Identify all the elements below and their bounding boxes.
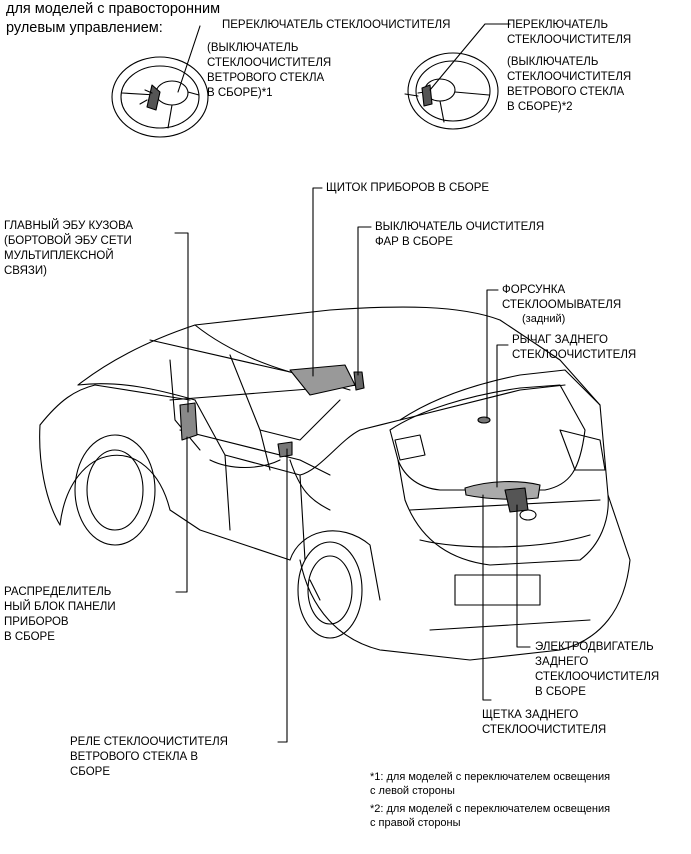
label-washer-nozzle-note: (задний) <box>522 313 566 325</box>
header-text: для моделей с правосторонним рулевым упр… <box>6 1 221 36</box>
wheel-left-title: ПЕРЕКЛЮЧАТЕЛЬ СТЕКЛООЧИСТИТЕЛЯ <box>222 19 451 31</box>
car-body <box>39 306 631 661</box>
label-washer-nozzle: ФОРСУНКА СТЕКЛООМЫВАТЕЛЯ <box>502 284 622 311</box>
steering-wheel-left <box>111 56 209 138</box>
wheel-right-title: ПЕРЕКЛЮЧАТЕЛЬ СТЕКЛООЧИСТИТЕЛЯ <box>507 19 632 46</box>
label-rear-wiper-motor: ЭЛЕКТРОДВИГАТЕЛЬ ЗАДНЕГО СТЕКЛООЧИСТИТЕЛ… <box>535 641 660 698</box>
label-instrument-panel: ЩИТОК ПРИБОРОВ В СБОРЕ <box>326 182 490 194</box>
steering-wheel-right <box>404 52 499 130</box>
label-junction-block: РАСПРЕДЕЛИТЕЛЬ НЫЙ БЛОК ПАНЕЛИ ПРИБОРОВ … <box>4 586 116 643</box>
wheel-left-sub: (ВЫКЛЮЧАТЕЛЬ СТЕКЛООЧИСТИТЕЛЯ ВЕТРОВОГО … <box>207 42 332 99</box>
components <box>179 364 541 513</box>
footnote-2: *2: для моделей с переключателем освещен… <box>370 803 611 829</box>
label-headlamp-cleaner-switch: ВЫКЛЮЧАТЕЛЬ ОЧИСТИТЕЛЯ ФАР В СБОРЕ <box>375 221 545 248</box>
label-main-body-ecu: ГЛАВНЫЙ ЭБУ КУЗОВА (БОРТОВОЙ ЭБУ СЕТИ МУ… <box>4 220 134 277</box>
footnote-1: *1: для моделей с переключателем освещен… <box>370 771 611 797</box>
label-rear-wiper-blade: ЩЕТКА ЗАДНЕГО СТЕКЛООЧИСТИТЕЛЯ <box>482 709 607 736</box>
leader-wheel-right <box>429 23 511 91</box>
leader-wheel-left <box>177 25 201 93</box>
label-wiper-relay: РЕЛЕ СТЕКЛООЧИСТИТЕЛЯ ВЕТРОВОГО СТЕКЛА В… <box>70 736 228 778</box>
wheel-right-sub: (ВЫКЛЮЧАТЕЛЬ СТЕКЛООЧИСТИТЕЛЯ ВЕТРОВОГО … <box>507 56 632 113</box>
leader-lines <box>174 187 531 743</box>
label-rear-wiper-arm: РЫЧАГ ЗАДНЕГО СТЕКЛООЧИСТИТЕЛЯ <box>512 334 637 361</box>
